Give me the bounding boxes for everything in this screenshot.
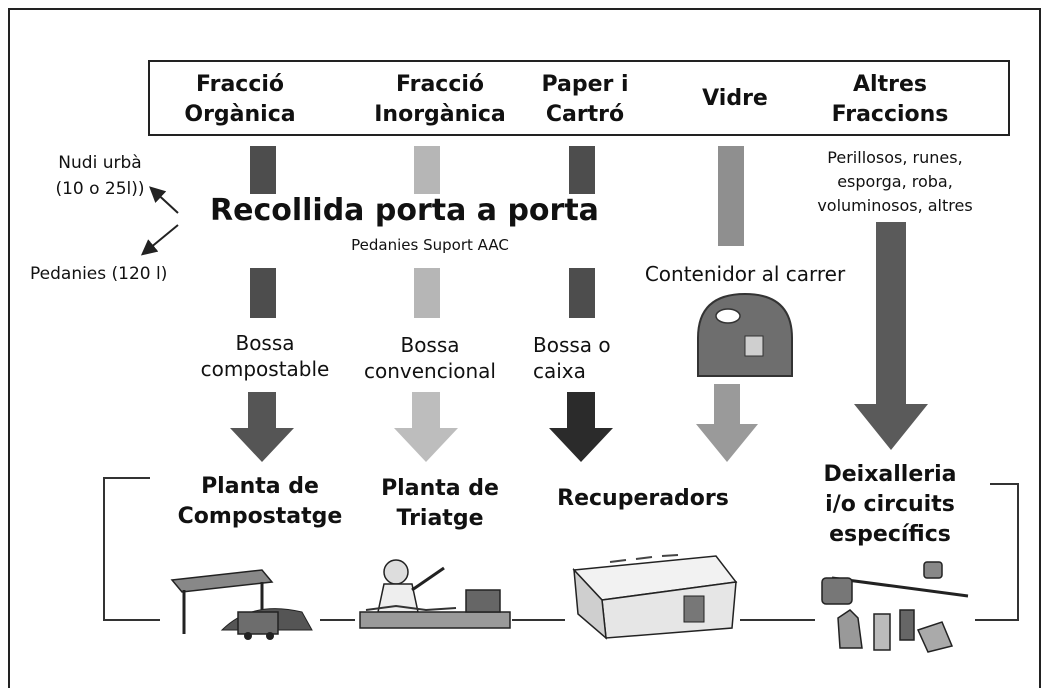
inorganic-bar-mid xyxy=(414,268,440,318)
split-arrows xyxy=(140,186,179,256)
header-glass: Vidre xyxy=(702,86,768,111)
organic-arrow xyxy=(230,392,294,462)
inorganic-bar-top xyxy=(414,146,440,194)
glass-arrow xyxy=(696,384,758,462)
bag-organic: Bossa compostable xyxy=(200,331,330,381)
paper-arrow xyxy=(549,392,613,462)
recollida-subtitle: Pedanies Suport AAC xyxy=(351,236,509,254)
recollida-title: Recollida porta a porta xyxy=(210,193,599,228)
pedanies-note: Pedanies (120 l) xyxy=(30,264,168,284)
organic-bar-top xyxy=(250,146,276,194)
paper-bar-top xyxy=(569,146,595,194)
dest-triatge: Planta de Triatge xyxy=(381,476,499,531)
diagram-frame xyxy=(8,8,1041,688)
glass-bar xyxy=(718,146,744,246)
compost-plant-icon xyxy=(170,569,313,640)
dest-compostatge: Planta de Compostatge xyxy=(177,474,343,529)
dest-recuperadors: Recuperadors xyxy=(557,486,729,511)
altres-detail: Perillosos, runes, esporga, roba, volumi… xyxy=(817,148,973,215)
dest-deixalleria: Deixalleria i/o circuits específics xyxy=(823,462,957,547)
header-organic: Fracció Orgànica xyxy=(184,72,296,127)
hazardous-items-icon xyxy=(821,561,969,653)
recycler-container-icon xyxy=(572,554,738,640)
bag-inorganic: Bossa convencional xyxy=(363,333,496,383)
nudi-note: Nudi urbà (10 o 25l)) xyxy=(55,153,145,199)
glass-container-icon xyxy=(697,292,793,377)
header-box xyxy=(148,60,1010,136)
bag-paper: Bossa o caixa xyxy=(533,333,611,383)
sorting-plant-icon xyxy=(359,559,511,629)
organic-bar-mid xyxy=(250,268,276,318)
header-inorganic: Fracció Inorgànica xyxy=(374,72,506,127)
header-altres: Altres Fraccions xyxy=(831,72,949,127)
header-paper: Paper i Cartró xyxy=(541,72,629,127)
altres-arrow xyxy=(854,222,928,450)
contenidor-label: Contenidor al carrer xyxy=(644,262,846,286)
inorganic-arrow xyxy=(394,392,458,462)
paper-bar-mid xyxy=(569,268,595,318)
